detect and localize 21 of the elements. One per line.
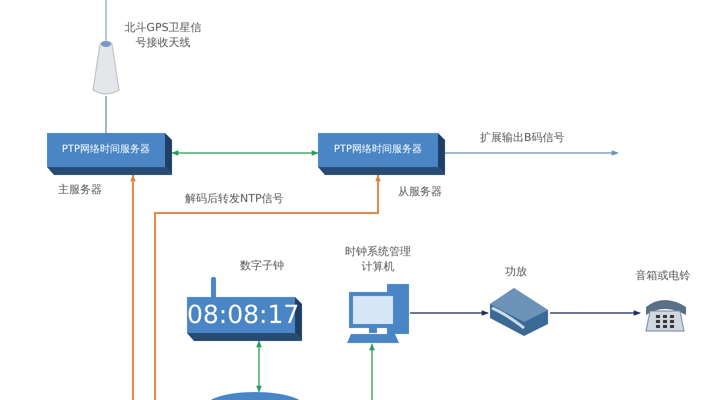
node-caption: 主服务器 [57,182,103,197]
arrow [550,310,641,316]
node-caption: 时钟系统管理计算机 [344,244,412,274]
node-caption: 功放 [504,264,528,279]
connector-line [105,96,107,133]
arrow [410,310,489,316]
node-caption: 北斗GPS卫星信号接收天线 [123,20,203,50]
edge-label: 解码后转发NTP信号 [183,191,286,206]
edge-label: 扩展输出B码信号 [478,130,567,145]
arrow [171,150,319,156]
computer-icon [345,284,410,344]
arrow [256,340,262,393]
arrow [445,150,619,156]
node-caption: 数字子钟 [239,258,285,273]
amplifier-icon [488,288,550,336]
node-caption: 音箱或电铃 [634,268,692,283]
arrow [130,174,136,400]
arrow [154,174,381,400]
antenna-icon [92,0,120,96]
node-caption: 从服务器 [397,184,443,199]
arrow [369,343,375,400]
